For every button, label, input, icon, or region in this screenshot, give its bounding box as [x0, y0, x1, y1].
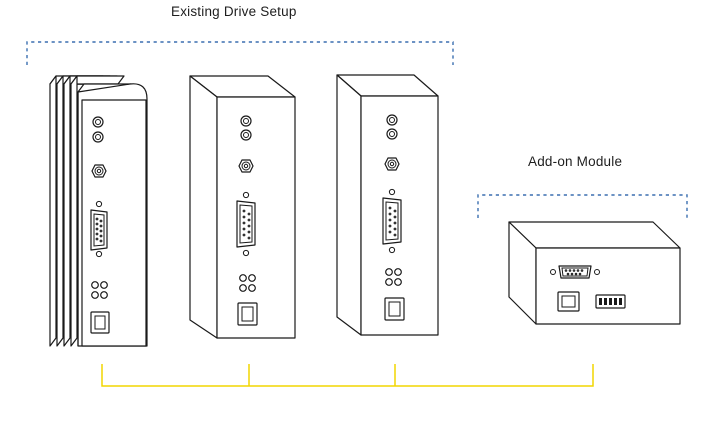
switch-icon: [237, 302, 258, 326]
existing-drive-setup-label: Existing Drive Setup: [171, 4, 297, 19]
d-sub-connector-icon: [90, 200, 108, 258]
hex-connector-icon: [91, 164, 107, 178]
switch-icon: [384, 297, 405, 321]
round-connector-icon: [240, 115, 252, 141]
addon-module-bracket: [477, 194, 688, 218]
led-cluster-icon: [239, 274, 256, 292]
addon-module-label: Add-on Module: [528, 154, 623, 169]
led-cluster-icon: [91, 281, 108, 299]
connection-bus-line: [101, 364, 594, 387]
drive-unit-icon: [49, 75, 148, 347]
existing-setup-bracket: [26, 41, 454, 65]
d-sub-connector-icon: [382, 188, 402, 254]
dip-switch-icon: [595, 294, 626, 309]
addon-module-icon: [508, 221, 681, 325]
hex-connector-icon: [384, 157, 400, 171]
hex-connector-icon: [238, 159, 254, 173]
led-cluster-icon: [385, 268, 402, 286]
round-connector-icon: [92, 116, 104, 143]
switch-icon: [557, 291, 580, 312]
d-sub-connector-icon: [236, 191, 256, 257]
switch-icon: [90, 311, 110, 334]
round-connector-icon: [386, 114, 398, 140]
d-sub-connector-icon: [550, 265, 600, 279]
drive-unit-icon: [189, 75, 296, 339]
